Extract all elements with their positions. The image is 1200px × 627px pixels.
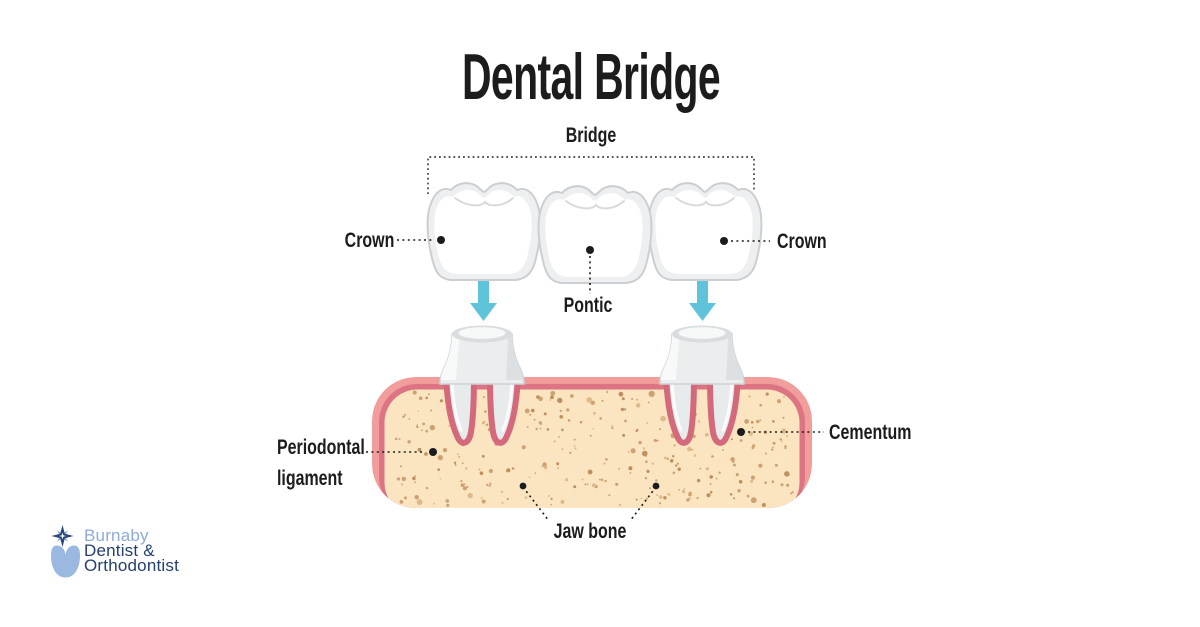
page-title: Dental Bridge [462,44,720,109]
periodontal-ligament-label: Periodontal ligament [277,432,365,494]
bridge-label: Bridge [566,125,617,146]
pontic-tooth [539,186,652,283]
sparkle-star-icon [51,525,73,547]
periodontal-line1: Periodontal [277,432,365,463]
down-arrow-icon-left [470,281,497,321]
crown-label-left: Crown [344,230,394,251]
crown-label-right: Crown [777,231,827,252]
abutment-tooth-right [660,326,744,385]
tooth-icon [51,545,80,577]
down-arrow-icon-right [689,281,716,321]
crown-tooth-left [428,183,541,280]
cementum-label: Cementum [829,422,911,443]
logo-text: Burnaby Dentist & Orthodontist [84,528,179,573]
jaw-bone-label: Jaw bone [554,521,627,542]
abutment-tooth-left [440,326,524,385]
logo-line3: Orthodontist [84,558,179,573]
crown-tooth-right [649,183,762,280]
pontic-label: Pontic [564,295,613,316]
jaw-bone-graphic [372,374,812,516]
periodontal-line2: ligament [277,463,365,494]
